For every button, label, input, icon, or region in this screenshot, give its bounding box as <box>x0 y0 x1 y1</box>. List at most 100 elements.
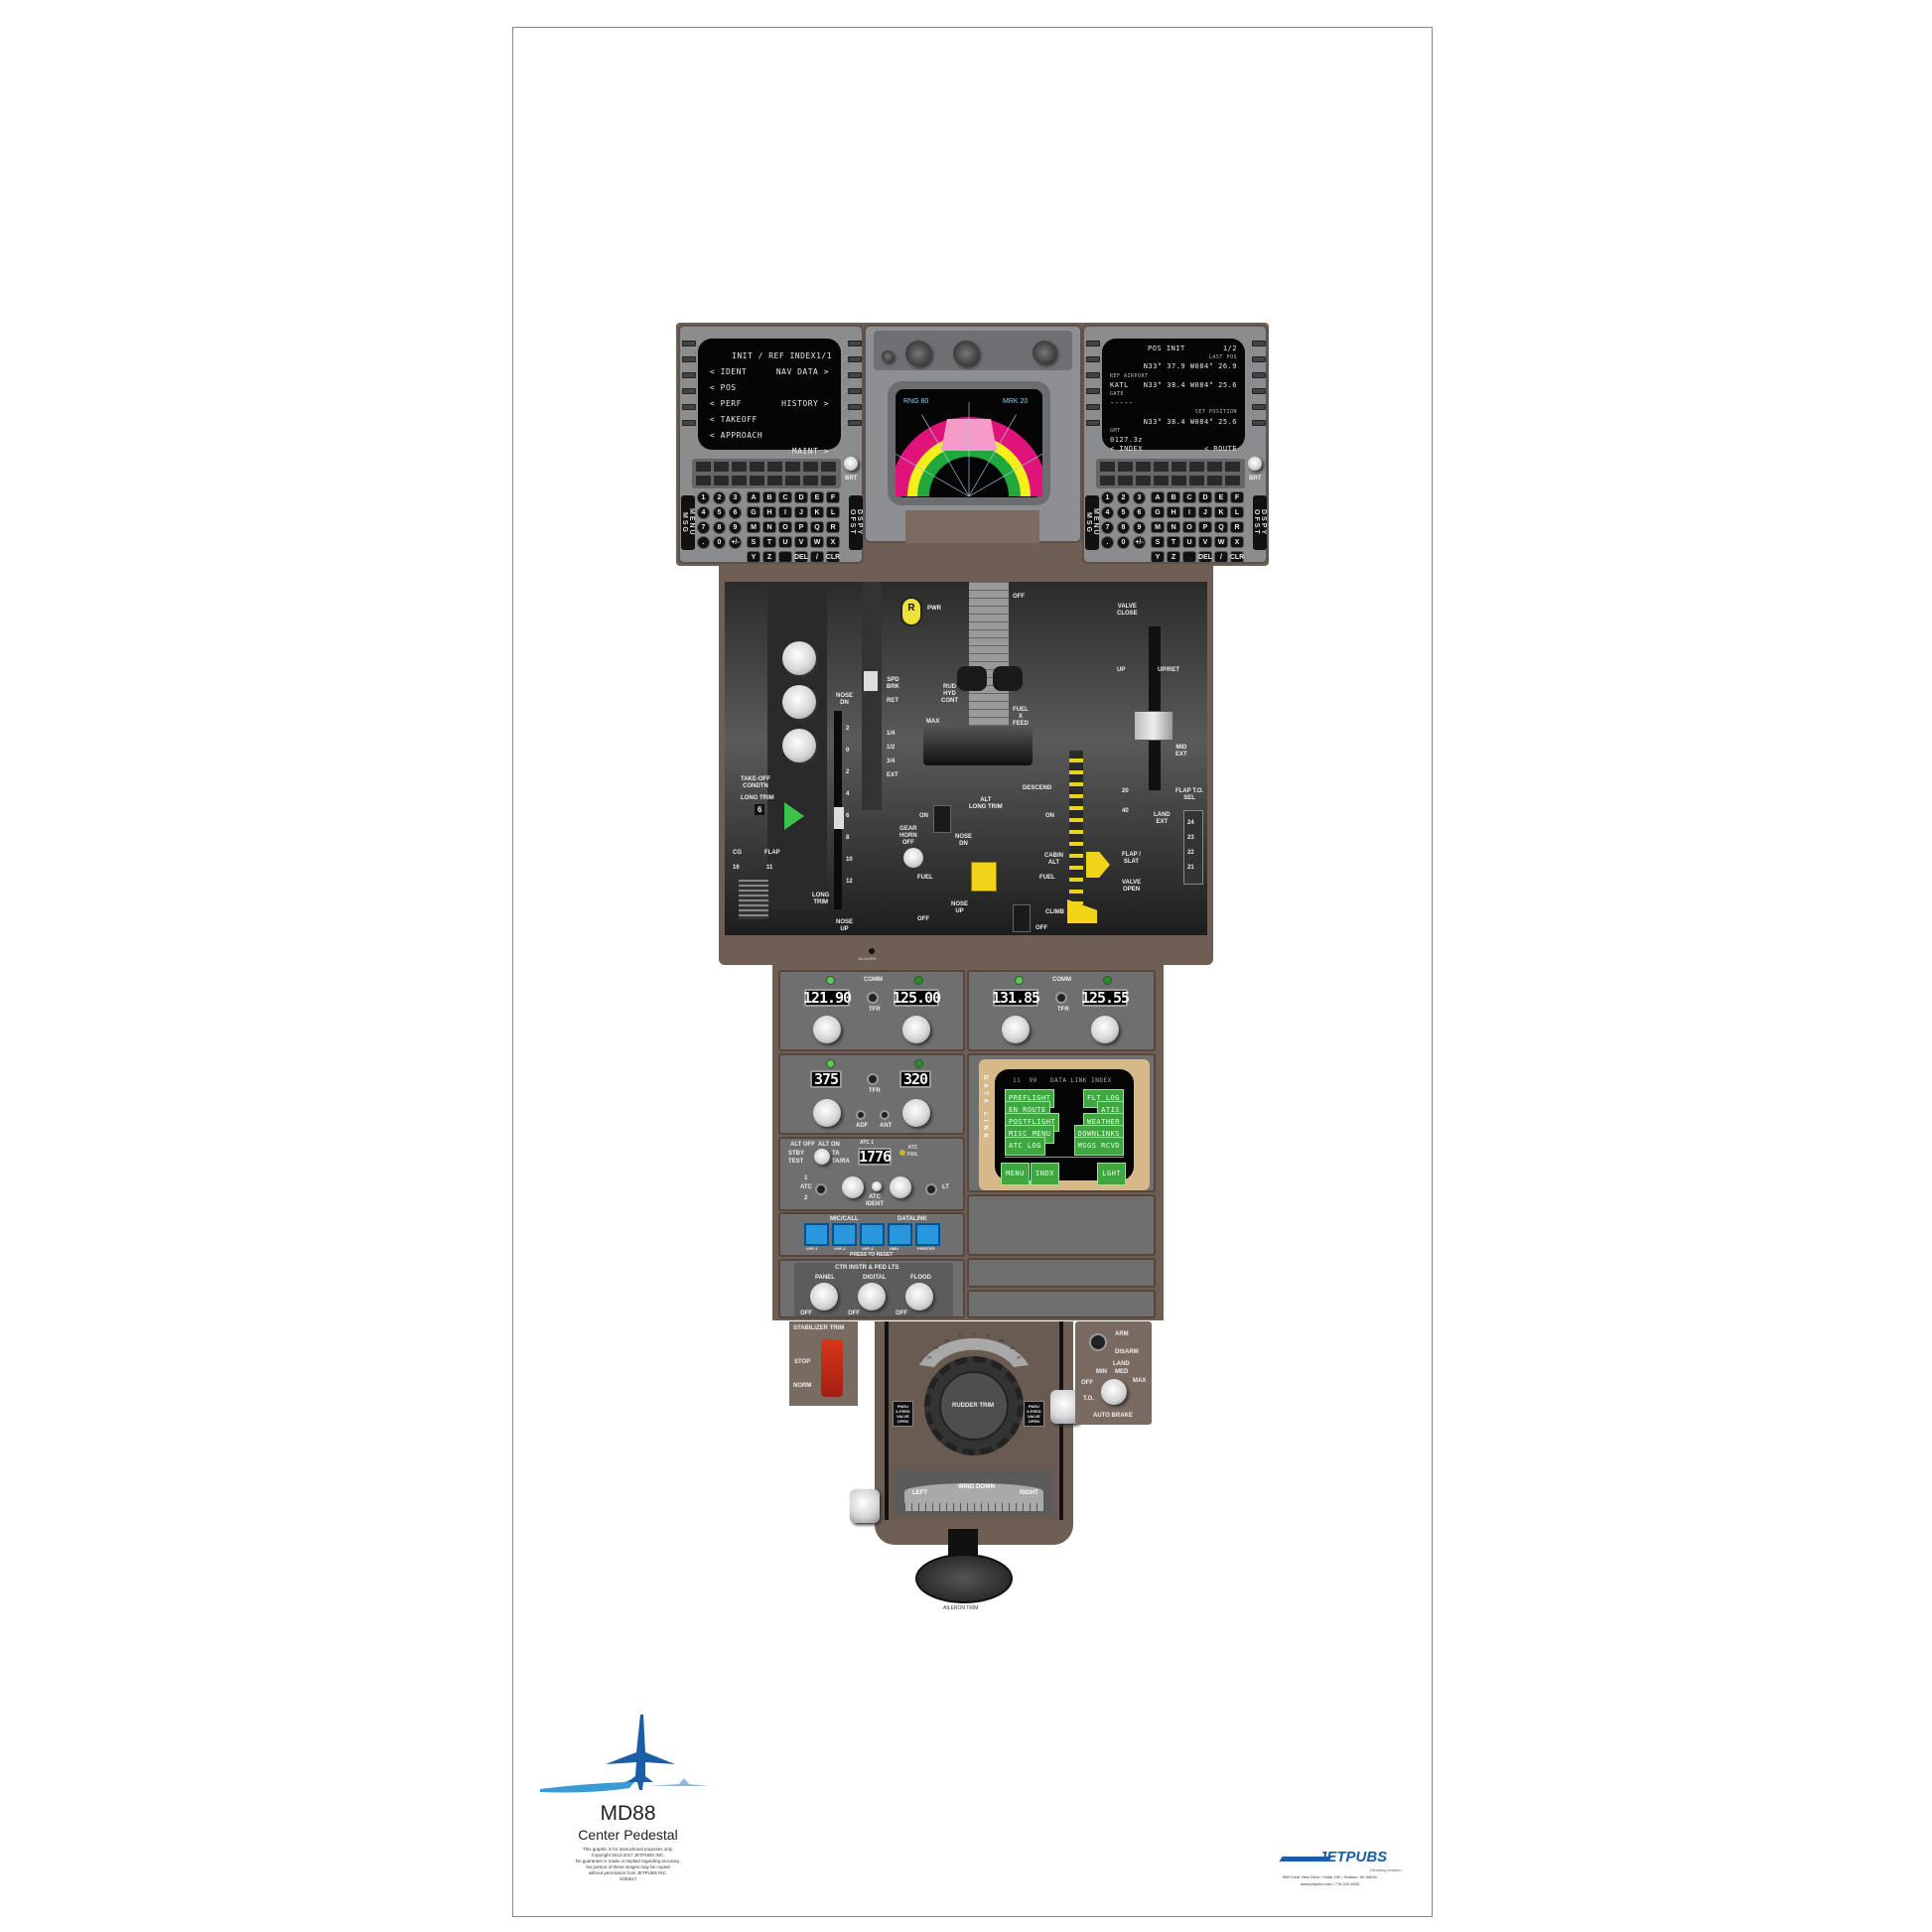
number-key[interactable]: 9 <box>729 521 742 534</box>
letter-key[interactable]: B <box>1167 491 1180 503</box>
number-key[interactable]: 6 <box>729 506 742 519</box>
number-key[interactable]: . <box>697 536 710 549</box>
number-key[interactable]: 3 <box>729 491 742 504</box>
number-key[interactable]: 6 <box>1133 506 1146 519</box>
cdu-right-field[interactable]: HISTORY > <box>781 399 829 408</box>
number-key[interactable]: 5 <box>1117 506 1130 519</box>
line-select-key[interactable] <box>682 420 696 426</box>
comm1-freq-knob-right[interactable] <box>902 1016 930 1043</box>
letter-key[interactable]: K <box>810 506 824 518</box>
letter-key[interactable]: N <box>762 521 776 533</box>
letter-key[interactable]: L <box>826 506 840 518</box>
letter-key[interactable]: Z <box>1167 551 1180 563</box>
digital-light-knob[interactable] <box>858 1283 886 1311</box>
letter-key[interactable]: B <box>762 491 776 503</box>
adf-transfer-switch[interactable] <box>867 1073 879 1085</box>
lt-1-2-switch[interactable] <box>925 1183 937 1195</box>
stabilizer-trim-stop-switch[interactable] <box>821 1339 843 1397</box>
number-key[interactable]: 3 <box>1133 491 1146 504</box>
number-key[interactable]: 2 <box>1117 491 1130 504</box>
function-key[interactable] <box>1224 475 1241 486</box>
auto-brake-selector[interactable] <box>1101 1379 1127 1405</box>
function-key[interactable] <box>1224 461 1241 473</box>
audio-button-vhf-1[interactable] <box>804 1223 829 1246</box>
radar-gain-knob[interactable] <box>1033 341 1056 364</box>
number-key[interactable]: +/- <box>1133 536 1146 549</box>
number-key[interactable]: 1 <box>1101 491 1114 504</box>
cdu-left-field[interactable]: < TAKEOFF <box>710 415 758 424</box>
letter-key[interactable]: Q <box>810 521 824 533</box>
audio-button-hmu[interactable] <box>888 1223 912 1246</box>
number-key[interactable]: 7 <box>697 521 710 534</box>
letter-key[interactable]: O <box>778 521 792 533</box>
function-key[interactable] <box>1206 475 1223 486</box>
function-key[interactable] <box>713 461 730 473</box>
letter-key[interactable]: G <box>747 506 760 518</box>
alt-long-trim-switch[interactable] <box>971 862 997 892</box>
function-key[interactable] <box>1171 461 1187 473</box>
function-key[interactable] <box>749 461 765 473</box>
number-key[interactable]: 2 <box>713 491 726 504</box>
letter-key[interactable]: Y <box>1151 551 1165 563</box>
letter-key[interactable] <box>1182 551 1196 563</box>
function-key[interactable] <box>749 475 765 486</box>
line-select-key[interactable] <box>848 420 862 426</box>
letter-key[interactable]: Y <box>747 551 760 563</box>
letter-key[interactable]: F <box>826 491 840 503</box>
letter-key[interactable]: X <box>1230 536 1244 548</box>
comm2-freq-knob-left[interactable] <box>1002 1016 1030 1043</box>
cdu-right-field[interactable]: MAINT > <box>791 447 829 456</box>
radar-brt-knob[interactable] <box>882 350 894 362</box>
letter-key[interactable]: DEL <box>1198 551 1212 563</box>
letter-key[interactable]: E <box>1214 491 1228 503</box>
letter-key[interactable]: H <box>762 506 776 518</box>
line-select-key[interactable] <box>682 404 696 410</box>
function-key[interactable] <box>1099 461 1116 473</box>
letter-key[interactable]: P <box>794 521 808 533</box>
letter-key[interactable]: C <box>1182 491 1196 503</box>
number-key[interactable]: 7 <box>1101 521 1114 534</box>
stab-trim-wheel-knob[interactable] <box>782 729 816 762</box>
function-key[interactable] <box>1153 461 1170 473</box>
fuel-lever-left[interactable] <box>933 805 951 833</box>
function-key[interactable] <box>1135 475 1152 486</box>
line-select-key[interactable] <box>848 404 862 410</box>
letter-key[interactable]: Z <box>762 551 776 563</box>
line-select-key[interactable] <box>682 341 696 346</box>
line-select-key[interactable] <box>1252 356 1266 362</box>
letter-key[interactable]: V <box>794 536 808 548</box>
letter-key[interactable]: L <box>1230 506 1244 518</box>
number-key[interactable]: 0 <box>713 536 726 549</box>
letter-key[interactable]: D <box>794 491 808 503</box>
letter-key[interactable]: C <box>778 491 792 503</box>
function-key[interactable] <box>1171 475 1187 486</box>
data-link-soft-key[interactable]: INDX <box>1031 1163 1059 1185</box>
number-key[interactable]: 4 <box>1101 506 1114 519</box>
throttle-lever-left[interactable] <box>957 666 987 691</box>
data-link-soft-key[interactable]: LGHT <box>1097 1163 1126 1185</box>
line-select-key[interactable] <box>1086 356 1100 362</box>
cg-flap-thumbwheels[interactable] <box>739 880 768 919</box>
audio-button-vhf-2[interactable] <box>832 1223 857 1246</box>
line-select-key[interactable] <box>1086 388 1100 394</box>
letter-key[interactable]: V <box>1198 536 1212 548</box>
letter-key[interactable]: G <box>1151 506 1165 518</box>
function-key[interactable] <box>766 461 783 473</box>
letter-key[interactable]: A <box>1151 491 1165 503</box>
letter-key[interactable]: U <box>1182 536 1196 548</box>
letter-key[interactable]: I <box>778 506 792 518</box>
comm2-freq-knob-right[interactable] <box>1091 1016 1119 1043</box>
atc-mode-knob[interactable] <box>814 1149 830 1165</box>
data-link-item[interactable]: MSGS RCVD <box>1073 1137 1124 1156</box>
letter-key[interactable]: J <box>794 506 808 518</box>
line-select-key[interactable] <box>1086 404 1100 410</box>
fuel-cutoff-bar[interactable] <box>923 726 1033 765</box>
comm2-transfer-switch[interactable] <box>1055 992 1067 1004</box>
atc-code-knob-right[interactable] <box>890 1176 911 1198</box>
number-key[interactable]: 1 <box>697 491 710 504</box>
ant-mode-switch[interactable] <box>880 1110 890 1120</box>
letter-key[interactable]: S <box>1151 536 1165 548</box>
audio-button-vhf-3[interactable] <box>860 1223 885 1246</box>
line-select-key[interactable] <box>682 372 696 378</box>
number-key[interactable]: 8 <box>713 521 726 534</box>
